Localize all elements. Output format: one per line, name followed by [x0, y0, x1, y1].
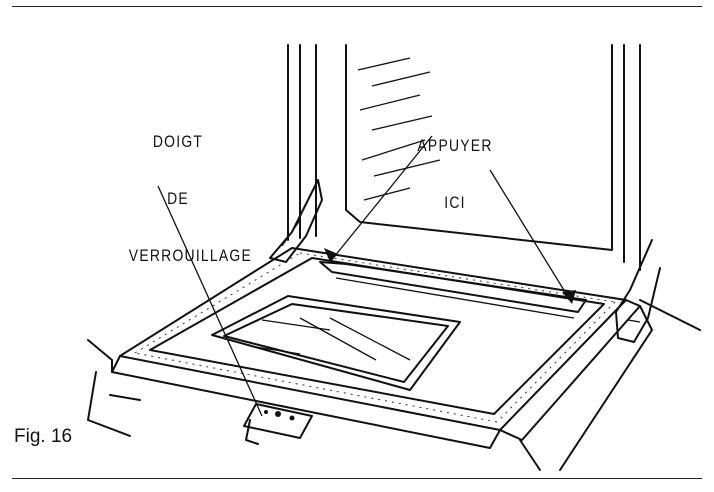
inner-door-panel: [287, 44, 641, 271]
lock-finger: [243, 403, 313, 445]
left-hinge: [269, 179, 323, 263]
callout-press-here-line-2: ICI: [444, 193, 466, 212]
top-rule: [12, 6, 702, 7]
leader-lines: [157, 135, 576, 417]
callout-press-here-line-1: APPUYER: [417, 136, 493, 155]
press-channel: [319, 261, 587, 319]
glass-window: [211, 295, 461, 391]
right-hinge: [615, 239, 661, 343]
callout-lock-finger-line-2: DE: [167, 189, 189, 208]
bottom-rule: [12, 478, 702, 479]
callout-lock-finger: DOIGT DE VERROUILLAGE: [128, 94, 253, 303]
figure-label: Fig. 16: [14, 426, 73, 447]
callout-press-here: APPUYER ICI: [410, 98, 500, 250]
callout-lock-finger-line-3: VERROUILLAGE: [128, 246, 253, 265]
door-seal: [134, 252, 616, 423]
callout-lock-finger-line-1: DOIGT: [152, 132, 204, 151]
